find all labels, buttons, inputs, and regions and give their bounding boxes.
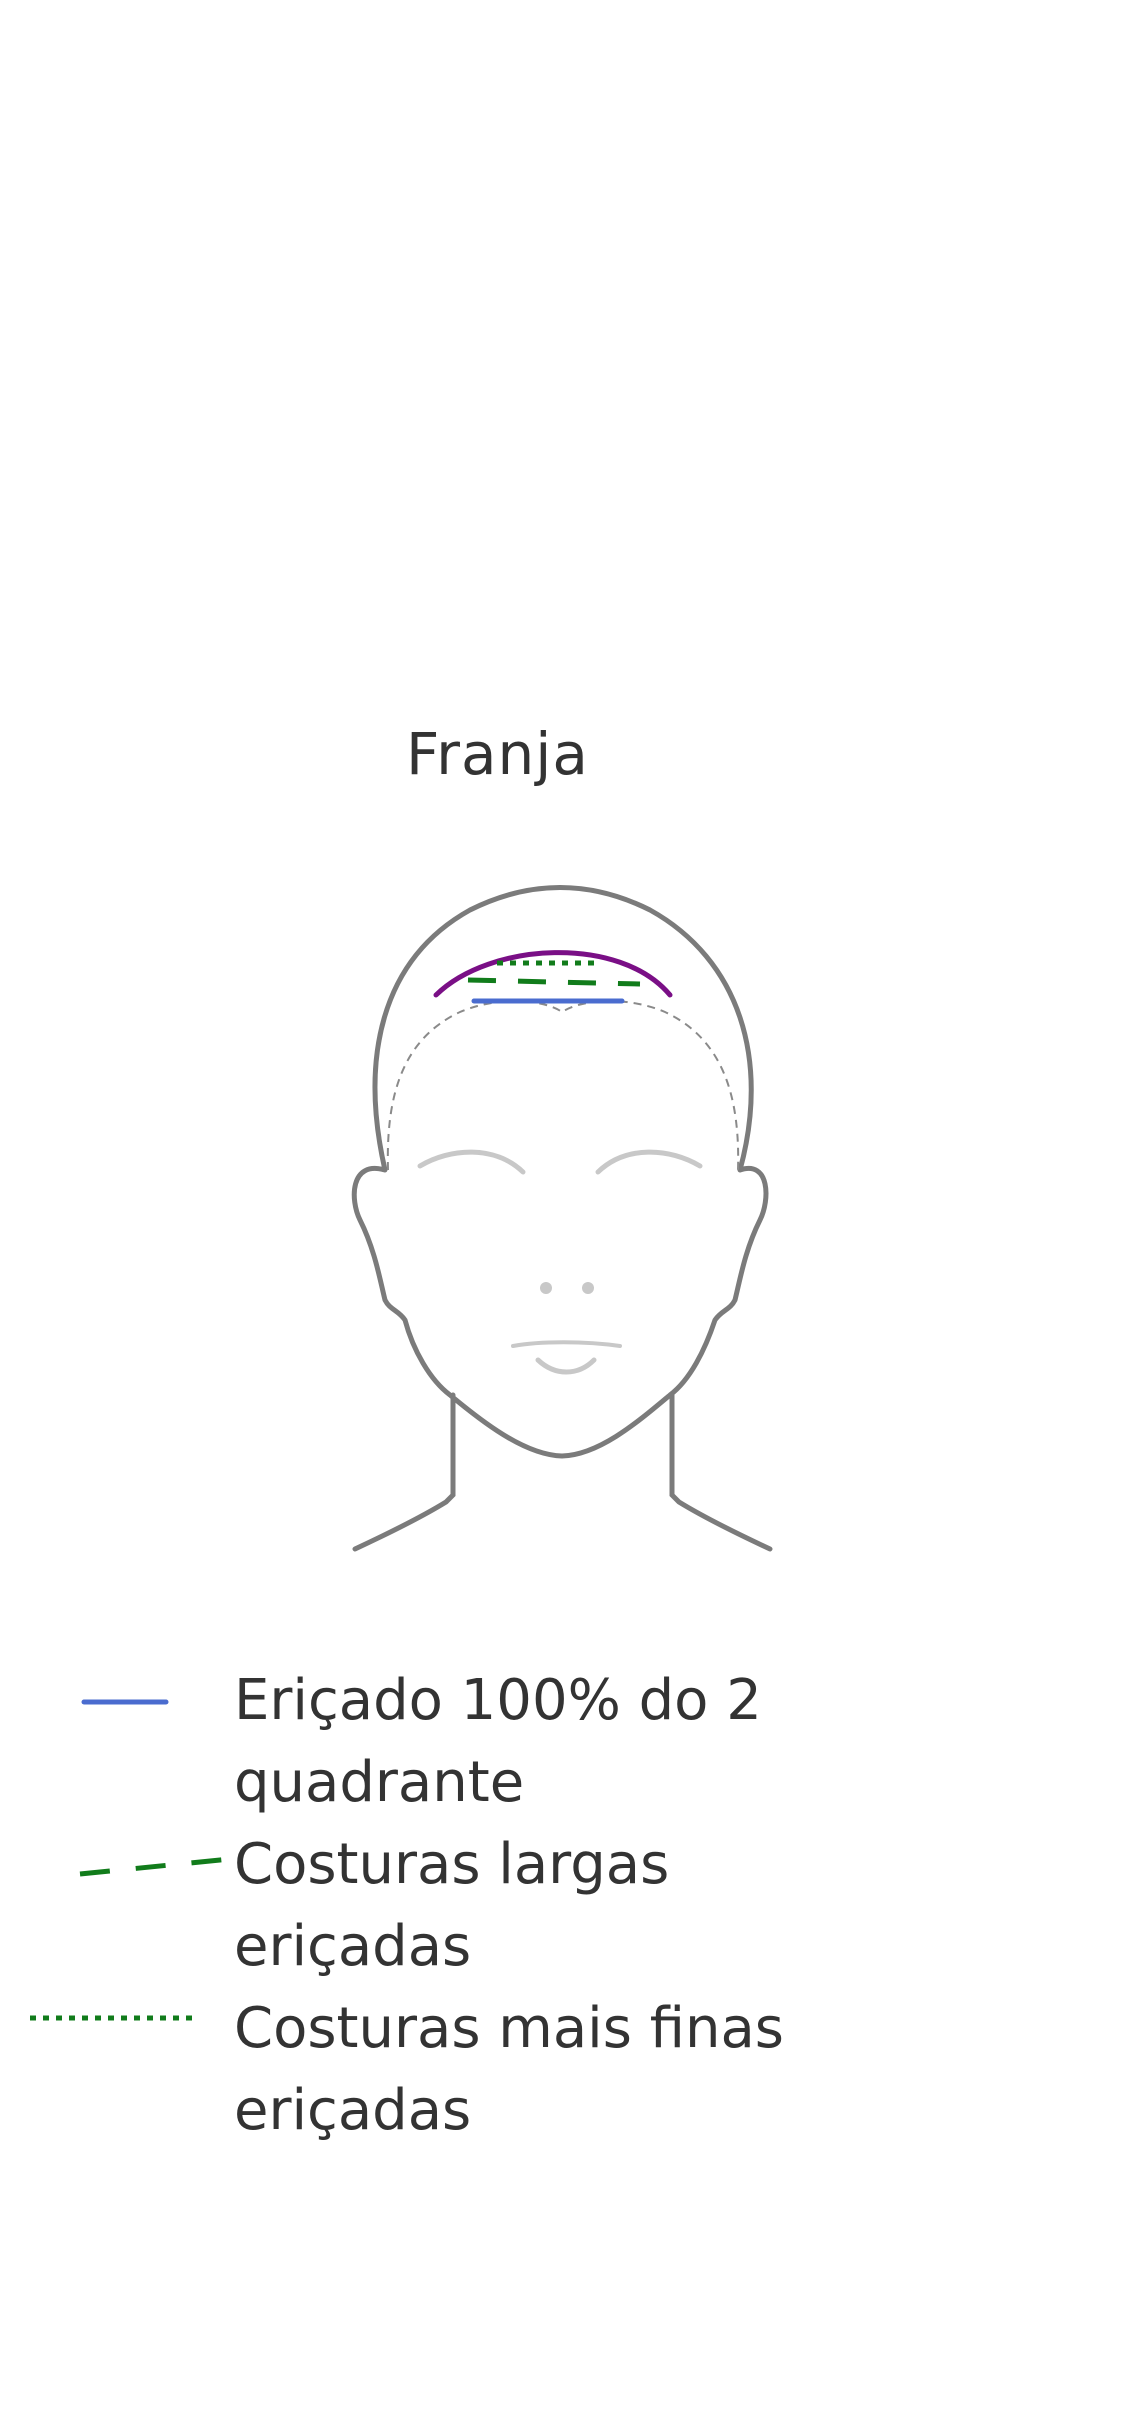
wide-seams-line	[467, 977, 641, 987]
dotted-line-swatch	[30, 2015, 198, 2021]
head-outline	[351, 885, 769, 1459]
neck-right	[669, 1392, 773, 1552]
legend-label: Costuras mais finas eriçadas	[234, 1996, 784, 2143]
dashed-line-swatch	[79, 1856, 231, 1877]
right-eyebrow	[595, 1149, 703, 1175]
mouth-lower	[535, 1357, 597, 1375]
legend-label: Costuras largas eriçadas	[234, 1832, 670, 1979]
hairline-guide	[386, 1000, 740, 1171]
head-diagram	[351, 885, 773, 1552]
bang-section-arc	[433, 950, 673, 998]
diagram-title: Franja	[406, 719, 589, 788]
solid-line-swatch	[81, 1699, 169, 1705]
nose-dot-left	[540, 1282, 552, 1294]
left-eyebrow	[417, 1149, 526, 1175]
nose-dot-right	[582, 1282, 594, 1294]
legend-label: Eriçado 100% do 2 quadrante	[234, 1668, 762, 1815]
neck-left	[352, 1392, 456, 1552]
mouth-upper	[511, 1340, 622, 1348]
